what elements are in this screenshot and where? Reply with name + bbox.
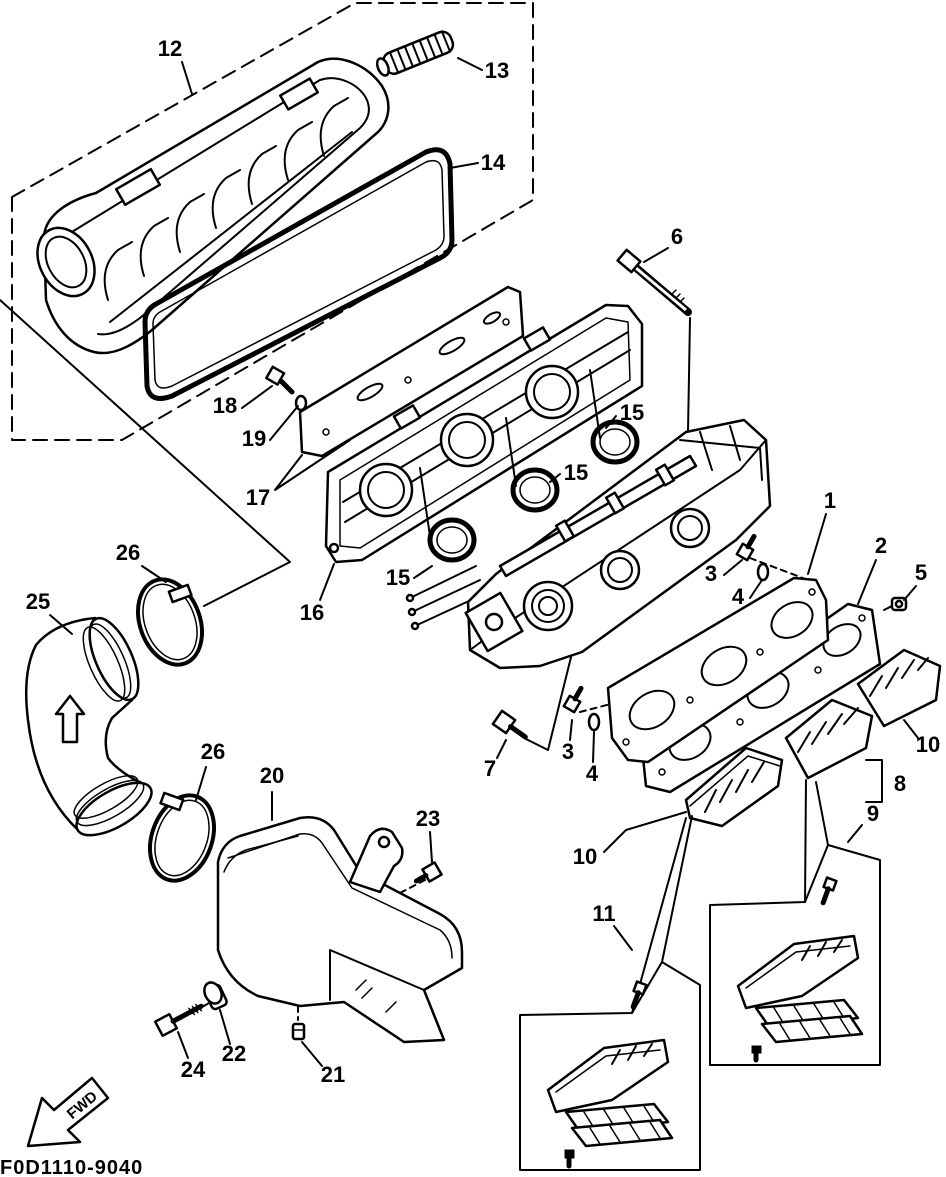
bracket-8	[865, 759, 883, 803]
gasket-14	[142, 147, 455, 401]
hose-clamp-26-upper	[136, 577, 204, 667]
reed-valve-10-b	[784, 698, 874, 780]
o-ring-15-a	[590, 419, 640, 465]
callouts: 12 13 14 6 15 15 15 18 19 17 16 1 2 5 3 …	[26, 36, 940, 1087]
callout-14: 14	[481, 150, 506, 175]
washer-4-lower	[587, 712, 601, 732]
reed-valve-10-c	[856, 648, 942, 728]
callout-3-upper: 3	[705, 561, 717, 586]
callout-4-lower: 4	[586, 761, 599, 786]
washer-4-upper	[756, 562, 770, 582]
callout-26-upper: 26	[116, 540, 140, 565]
bolt-3-upper	[735, 533, 757, 562]
callout-15-c: 15	[386, 565, 410, 590]
callout-23: 23	[416, 806, 440, 831]
frame-16	[324, 303, 644, 564]
callout-12: 12	[158, 36, 182, 61]
gasket-1	[606, 576, 830, 764]
callout-18: 18	[213, 393, 237, 418]
intake-duct-25	[24, 616, 153, 837]
callout-16: 16	[300, 600, 324, 625]
callout-9: 9	[867, 801, 879, 826]
callout-22: 22	[222, 1041, 246, 1066]
callout-4-upper: 4	[732, 584, 745, 609]
callout-2: 2	[875, 533, 887, 558]
grommet-22	[203, 981, 228, 1011]
callout-15-a: 15	[620, 400, 644, 425]
o-ring-15-b	[510, 467, 560, 513]
callout-10-right: 10	[916, 732, 940, 757]
callout-13: 13	[485, 58, 509, 83]
hose-clamp-26-lower	[148, 791, 216, 883]
intake-manifold-assembly	[405, 418, 772, 670]
bolt-6	[616, 248, 692, 316]
callout-24: 24	[181, 1057, 206, 1082]
air-box-12	[36, 57, 390, 355]
o-ring-15-c	[427, 517, 477, 563]
callout-26-lower: 26	[201, 739, 225, 764]
fwd-arrow-icon: FWD	[26, 1076, 110, 1148]
callout-6: 6	[671, 224, 683, 249]
callout-20: 20	[260, 763, 284, 788]
plate-2	[640, 602, 882, 794]
callout-21: 21	[321, 1062, 345, 1087]
bolt-23	[413, 861, 443, 884]
fitting-5	[883, 596, 908, 612]
callout-17: 17	[246, 485, 270, 510]
bolt-18	[265, 365, 295, 395]
clip-13	[375, 30, 455, 77]
callout-25: 25	[26, 589, 50, 614]
callout-10-left: 10	[573, 844, 597, 869]
bolt-3-lower	[562, 685, 584, 714]
chamber-20	[216, 816, 464, 1044]
callout-8: 8	[894, 771, 906, 796]
callout-15-b: 15	[564, 460, 588, 485]
detail-box-11	[519, 815, 701, 1171]
callout-7: 7	[484, 756, 496, 781]
bolt-7	[491, 709, 528, 740]
flow-arrow-icon	[54, 694, 86, 744]
callout-3-lower: 3	[562, 739, 574, 764]
leader-lines	[49, 57, 919, 1067]
assembly-group-boundary	[11, 2, 534, 441]
reed-valve-10-a	[684, 746, 784, 828]
diagram-code: F0D1110-9040	[0, 1157, 143, 1177]
plug-21	[291, 1022, 306, 1041]
callout-11: 11	[592, 901, 615, 926]
callout-19: 19	[242, 426, 266, 451]
callout-5: 5	[915, 560, 927, 585]
detail-box-9	[709, 779, 881, 1066]
plate-17	[298, 285, 525, 458]
callout-1: 1	[824, 488, 836, 513]
bolt-24	[153, 1003, 204, 1038]
